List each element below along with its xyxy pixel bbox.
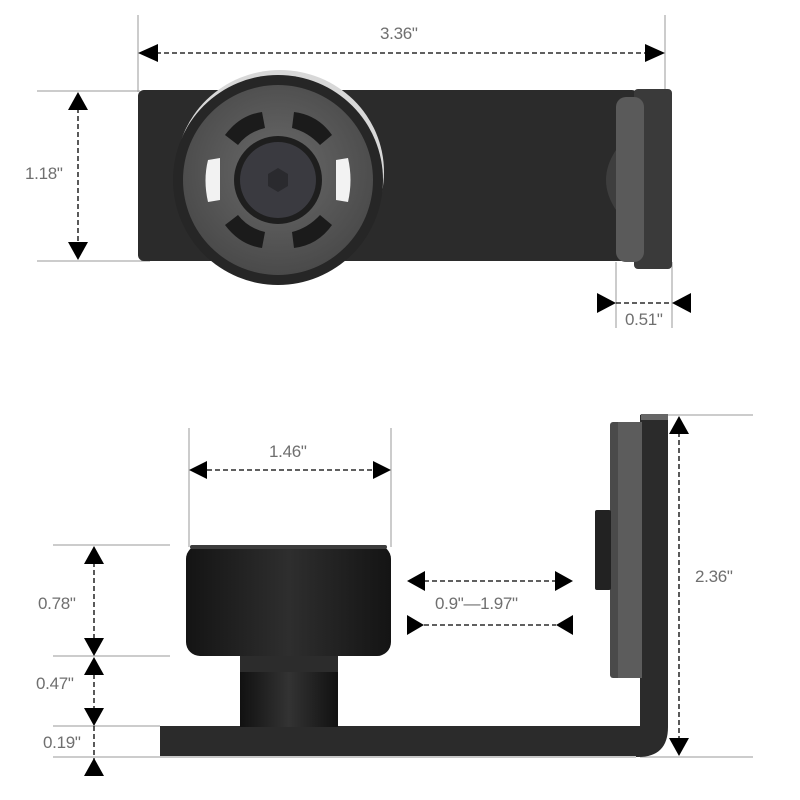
label-overall-height: 2.36" bbox=[695, 567, 733, 586]
label-shaft-height: 0.47" bbox=[36, 674, 74, 693]
label-base-thickness: 0.19" bbox=[43, 733, 81, 752]
shaft-ring bbox=[240, 655, 338, 672]
door-clip-face bbox=[618, 422, 642, 678]
dimension-roller-height bbox=[84, 546, 104, 656]
label-overall-length: 3.36" bbox=[380, 24, 418, 43]
end-clip-front bbox=[616, 97, 644, 262]
roller-top-edge bbox=[190, 545, 387, 549]
hex-socket-icon bbox=[268, 168, 288, 192]
dimension-end-clip-depth bbox=[597, 293, 691, 313]
door-clip-tab bbox=[595, 510, 611, 590]
roller-cylinder bbox=[186, 545, 391, 656]
label-width: 1.18" bbox=[25, 164, 63, 183]
dimension-shaft-height bbox=[84, 657, 104, 726]
side-view bbox=[53, 414, 753, 776]
dimension-adjustable-gap bbox=[407, 571, 573, 635]
label-roller-height: 0.78" bbox=[38, 594, 76, 613]
wheel-slots bbox=[225, 112, 332, 248]
dimension-width bbox=[68, 92, 88, 260]
label-end-clip-depth: 0.51" bbox=[625, 310, 663, 329]
bracket-top-edge bbox=[641, 414, 668, 420]
top-view bbox=[37, 15, 691, 328]
dimension-overall-height bbox=[669, 416, 689, 756]
wheel-windows bbox=[205, 158, 351, 202]
dimension-overall-length bbox=[138, 44, 665, 62]
label-roller-diameter: 1.46" bbox=[269, 442, 307, 461]
dimension-roller-diameter bbox=[189, 461, 391, 479]
dimension-base-thickness bbox=[84, 726, 104, 776]
end-clip-bump bbox=[606, 150, 616, 210]
label-adjustable-gap: 0.9"—1.97" bbox=[435, 594, 518, 613]
